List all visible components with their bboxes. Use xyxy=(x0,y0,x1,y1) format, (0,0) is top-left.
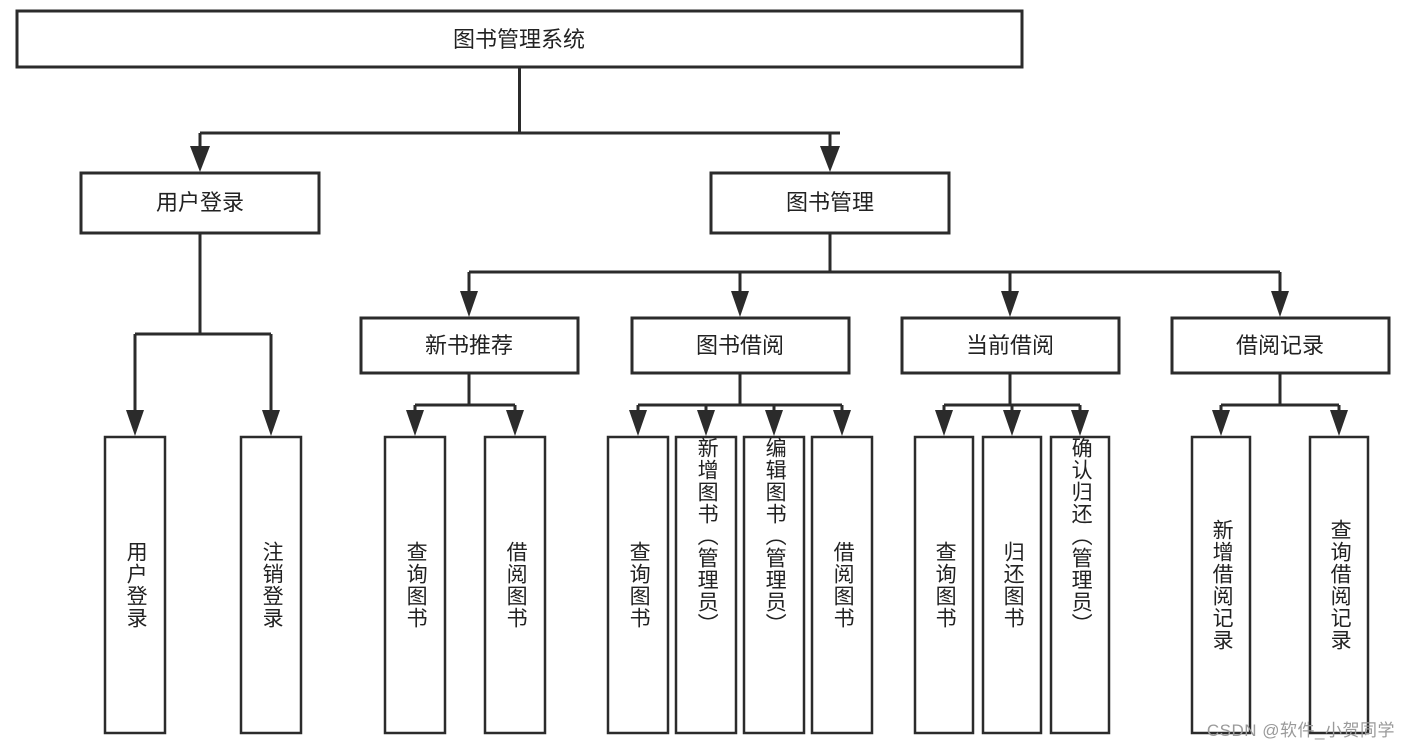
node-book-management-label: 图书管理 xyxy=(786,190,874,215)
node-user-login-box[interactable] xyxy=(79,171,321,235)
node-borrow-record[interactable]: 借阅记录 xyxy=(1170,316,1391,375)
node-leaf-return-book-box[interactable] xyxy=(981,435,1043,735)
node-user-login[interactable]: 用户登录 xyxy=(79,171,321,235)
arrow-head-leaf-borrow-book-1 xyxy=(506,410,524,436)
arrow-head-user-login xyxy=(190,146,210,172)
node-leaf-confirm-return-box[interactable] xyxy=(1049,435,1111,735)
arrow-head-leaf-query-book-2 xyxy=(629,410,647,436)
node-leaf-query-book-1-box[interactable] xyxy=(383,435,447,735)
node-leaf-query-record-box[interactable] xyxy=(1308,435,1370,735)
arrow-head-leaf-query-book-3 xyxy=(935,410,953,436)
arrow-head-book-management xyxy=(820,146,840,172)
node-current-borrow[interactable]: 当前借阅 xyxy=(900,316,1121,375)
connector-current-borrow-to-leaves xyxy=(935,373,1089,436)
arrow-head-leaf-query-record xyxy=(1330,410,1348,436)
arrow-head-leaf-add-record xyxy=(1212,410,1230,436)
connector-root-to-level2 xyxy=(190,67,840,172)
node-book-borrow-box[interactable] xyxy=(630,316,851,375)
node-leaf-add-book-box[interactable] xyxy=(674,435,738,735)
watermark-text: CSDN @软件_小贺同学 xyxy=(1206,721,1395,740)
arrow-head-book-borrow xyxy=(731,291,749,317)
arrow-head-leaf-query-book-1 xyxy=(406,410,424,436)
node-root-box[interactable] xyxy=(15,9,1024,69)
node-leaf-edit-book-box[interactable] xyxy=(742,435,806,735)
arrow-head-leaf-add-book xyxy=(697,410,715,436)
node-new-book-recommend[interactable]: 新书推荐 xyxy=(359,316,580,375)
node-book-borrow-label: 图书借阅 xyxy=(696,333,784,358)
arrow-head-borrow-record xyxy=(1271,291,1289,317)
node-new-book-recommend-box[interactable] xyxy=(359,316,580,375)
arrow-head-leaf-logout xyxy=(262,410,280,436)
node-leaf-query-book-2-box[interactable] xyxy=(606,435,670,735)
connector-book-borrow-to-leaves xyxy=(629,373,851,436)
connector-new-book-recommend-to-leaves xyxy=(406,373,524,436)
node-user-login-label: 用户登录 xyxy=(156,190,244,215)
arrow-head-leaf-user-login xyxy=(126,410,144,436)
node-current-borrow-label: 当前借阅 xyxy=(966,333,1054,358)
node-book-management-box[interactable] xyxy=(709,171,951,235)
node-book-borrow[interactable]: 图书借阅 xyxy=(630,316,851,375)
arrow-head-current-borrow xyxy=(1001,291,1019,317)
connector-borrow-record-to-leaves xyxy=(1212,373,1348,436)
node-borrow-record-label: 借阅记录 xyxy=(1236,333,1324,358)
node-leaf-borrow-book-1-box[interactable] xyxy=(483,435,547,735)
arrow-head-leaf-edit-book xyxy=(765,410,783,436)
connector-user-login-to-leaves xyxy=(126,233,280,436)
node-root-label: 图书管理系统 xyxy=(453,27,585,52)
node-leaf-borrow-book-2-box[interactable] xyxy=(810,435,874,735)
connector-book-management-to-level3 xyxy=(460,233,1289,317)
node-leaf-query-book-3-box[interactable] xyxy=(913,435,975,735)
node-new-book-recommend-label: 新书推荐 xyxy=(425,333,513,358)
node-current-borrow-box[interactable] xyxy=(900,316,1121,375)
node-book-management[interactable]: 图书管理 xyxy=(709,171,951,235)
leaf-boxes xyxy=(103,435,1370,735)
arrow-head-leaf-confirm-return xyxy=(1071,410,1089,436)
node-root[interactable]: 图书管理系统 xyxy=(15,9,1024,69)
node-borrow-record-box[interactable] xyxy=(1170,316,1391,375)
node-leaf-logout-box[interactable] xyxy=(239,435,303,735)
node-leaf-add-record-box[interactable] xyxy=(1190,435,1252,735)
node-leaf-user-login-box[interactable] xyxy=(103,435,167,735)
arrow-head-leaf-return-book xyxy=(1003,410,1021,436)
arrow-head-new-book-recommend xyxy=(460,291,478,317)
arrow-head-leaf-borrow-book-2 xyxy=(833,410,851,436)
